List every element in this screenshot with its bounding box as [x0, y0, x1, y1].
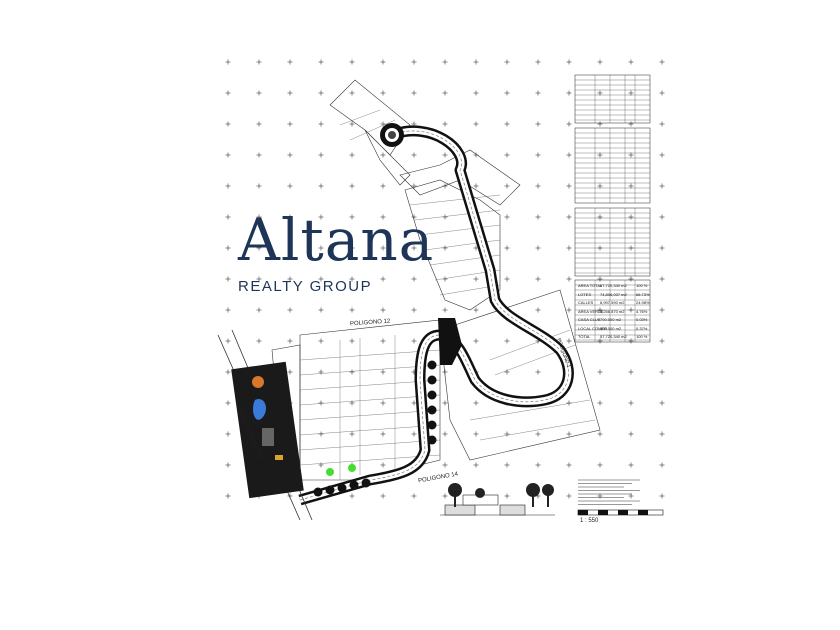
notes-block	[578, 479, 640, 505]
summary-value: 57,720,340 m2	[600, 334, 627, 339]
brand-logo: Altana REALTY GROUP	[238, 208, 434, 295]
summary-value: 100.000 m2	[600, 325, 622, 331]
summary-name: TOTAL	[578, 334, 591, 339]
tree	[427, 420, 437, 430]
trees	[313, 360, 437, 497]
tree	[427, 375, 437, 385]
summary-name: AREA TOTAL	[578, 283, 603, 288]
lot-tables	[574, 74, 651, 343]
summary-pct: 24.98%	[636, 300, 650, 305]
main-road	[298, 125, 574, 506]
summary-name: CALLES	[578, 300, 594, 305]
tree	[427, 390, 437, 400]
summary-name: LOTES	[578, 291, 592, 297]
tree	[337, 483, 347, 493]
summary-pct: 100 %	[636, 283, 648, 288]
lot-dividers	[299, 109, 596, 480]
section-trees	[448, 483, 554, 507]
tree	[427, 405, 437, 415]
scale-label: 1 : 550	[580, 518, 599, 524]
summary-pct: 0.03%	[636, 317, 648, 322]
clubhouse-area	[231, 361, 304, 499]
summary-value: 57,720,340 m2	[600, 283, 627, 288]
summary-pct: 0.37%	[636, 325, 648, 331]
entrance-island	[438, 318, 462, 365]
tree	[361, 478, 371, 488]
summary-value: 8,997.590 m2	[600, 300, 625, 305]
grid-crosses	[225, 59, 665, 499]
summary-name: CASA CLUB	[578, 317, 601, 322]
summary-pct: 100 %	[636, 334, 648, 339]
green-dot	[326, 468, 334, 476]
tree	[325, 485, 335, 495]
tree	[427, 360, 437, 370]
summary-value: 700.000 m2	[600, 317, 622, 322]
scale-bar	[577, 509, 664, 516]
tree	[349, 480, 359, 490]
summary-name: AREA VERDE	[578, 308, 604, 314]
tree	[313, 487, 323, 497]
brand-name: Altana	[238, 206, 435, 274]
summary-value: 74,806,007 m2	[600, 291, 627, 297]
green-dot	[348, 464, 356, 472]
tree	[427, 435, 437, 445]
summary-pct: 4.76%	[636, 308, 648, 314]
road-section	[440, 494, 555, 516]
summary-name: LOCAL COMER	[578, 325, 607, 331]
roundabout	[380, 123, 404, 147]
summary-value: 1,256.870 m2	[600, 308, 625, 314]
brand-subtitle: REALTY GROUP	[238, 278, 373, 295]
summary-pct: 66.73%	[636, 291, 650, 297]
table-rows	[575, 75, 650, 342]
